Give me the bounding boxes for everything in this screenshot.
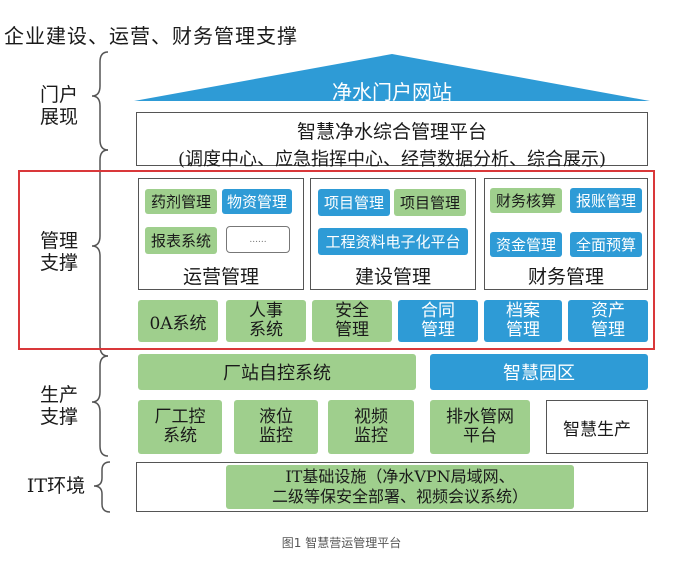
- ops-group-title: 运营管理: [182, 266, 259, 288]
- ops-item-4: ......: [226, 226, 290, 253]
- build-group-title: 建设管理: [354, 266, 431, 288]
- finance-group-title: 财务管理: [527, 266, 604, 288]
- fin-item-2: 报账管理: [570, 188, 642, 213]
- it-infrastructure: IT基础设施（净水VPN局域网、 二级等保安全部署、视频会议系统）: [226, 465, 574, 509]
- platform-box: 智慧净水综合管理平台 (调度中心、应急指挥中心、经营数据分析、综合展示): [136, 112, 648, 170]
- ops-item-2: 物资管理: [222, 189, 292, 214]
- mgmt-asset: 资产 管理: [568, 300, 648, 342]
- prod-level-monitor: 液位 监控: [234, 400, 318, 454]
- build-item-1: 项目管理: [318, 189, 390, 216]
- portal-roof: [134, 54, 650, 101]
- build-item-3: 工程资料电子化平台: [318, 228, 468, 255]
- mgmt-hr: 人事 系统: [226, 300, 306, 342]
- ops-item-3: 报表系统: [145, 227, 217, 254]
- label-prod: 生产 支撑: [39, 384, 78, 428]
- fin-item-1: 财务核算: [490, 188, 562, 213]
- ops-item-1: 药剂管理: [145, 189, 217, 214]
- label-mgmt: 管理 支撑: [39, 230, 78, 274]
- mgmt-contract: 合同 管理: [398, 300, 478, 342]
- diagram-title: 企业建设、运营、财务管理支撑: [4, 24, 298, 48]
- fin-item-3: 资金管理: [490, 232, 562, 257]
- fin-item-4: 全面预算: [570, 232, 642, 257]
- prod-video-monitor: 视频 监控: [328, 400, 414, 454]
- label-portal: 门户 展现: [39, 84, 78, 128]
- prod-plant: 厂站自控系统: [138, 354, 416, 390]
- prod-drainage: 排水管网 平台: [430, 400, 530, 454]
- platform-title: 智慧净水综合管理平台: [296, 121, 487, 143]
- portal-roof-label: 净水门户网站: [332, 80, 452, 104]
- build-item-2: 项目管理: [394, 189, 466, 216]
- prod-smart: 智慧生产: [546, 400, 648, 454]
- figure-caption: 图1 智慧营运管理平台: [281, 536, 402, 550]
- mgmt-oa: 0A系统: [138, 300, 218, 342]
- label-it: IT环境: [26, 475, 86, 497]
- mgmt-safety: 安全 管理: [312, 300, 392, 342]
- platform-subtitle: (调度中心、应急指挥中心、经营数据分析、综合展示): [177, 149, 607, 170]
- prod-park: 智慧园区: [430, 354, 648, 390]
- management-frame: [18, 170, 655, 350]
- mgmt-archive: 档案 管理: [484, 300, 562, 342]
- prod-plant-control: 厂工控 系统: [138, 400, 222, 454]
